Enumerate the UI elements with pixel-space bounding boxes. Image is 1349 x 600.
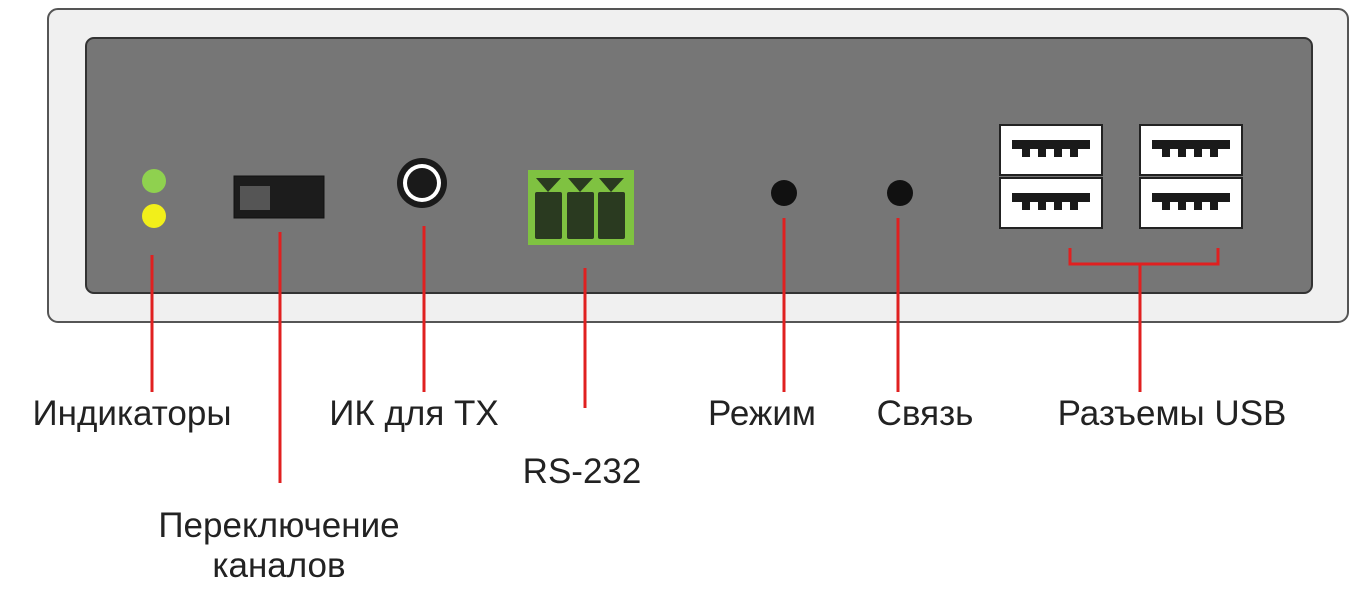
rs232-terminal-block	[528, 170, 634, 245]
label-channel-switch-line2: каналов	[212, 546, 346, 586]
label-indicators: Индикаторы	[32, 394, 232, 433]
label-link: Связь	[876, 394, 974, 433]
usb-port-2	[1139, 124, 1243, 176]
channel-switch	[233, 175, 325, 219]
callout-lines	[150, 218, 1220, 483]
label-usb-ports: Разъемы USB	[1057, 394, 1287, 433]
usb-port-3	[999, 177, 1103, 229]
label-channel-switch: Переключение каналов	[158, 506, 399, 587]
led-green	[142, 169, 166, 193]
mode-button	[771, 180, 797, 206]
label-ir-tx: ИК для TX	[329, 394, 499, 433]
label-mode: Режим	[708, 394, 816, 433]
label-rs232: RS-232	[522, 452, 642, 491]
front-panel	[85, 37, 1313, 294]
usb-port-4	[1139, 177, 1243, 229]
label-channel-switch-line1: Переключение	[158, 506, 400, 545]
callout-usb-bracket	[1068, 248, 1220, 266]
led-yellow	[142, 204, 166, 228]
usb-ports	[999, 124, 1243, 229]
usb-port-slots	[1012, 140, 1230, 210]
usb-port-1	[999, 124, 1103, 176]
link-indicator	[887, 180, 913, 206]
ir-jack	[397, 158, 447, 208]
